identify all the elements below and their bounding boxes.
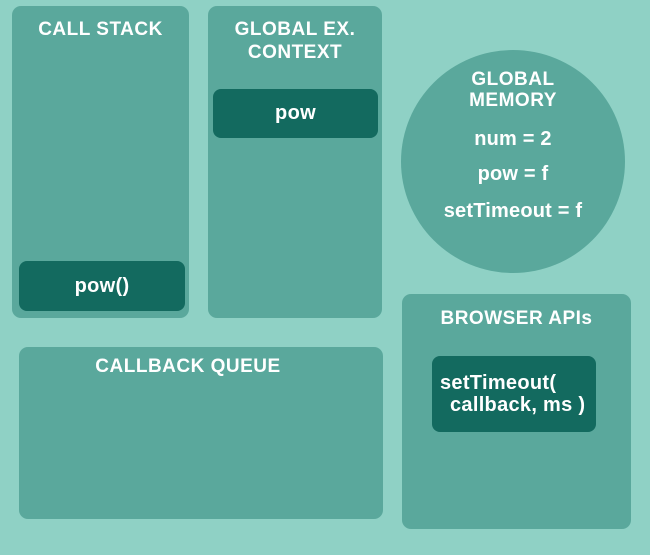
api-call-line2: callback, ms ) [450, 394, 586, 416]
global-ex-context-title-line1: GLOBAL EX. [234, 19, 356, 40]
call-stack-title: CALL STACK [38, 19, 163, 40]
memory-entry-pow: pow = f [477, 163, 549, 185]
stack-frame-label: pow() [74, 274, 130, 297]
callback-queue-panel: CALLBACK QUEUE [19, 347, 383, 519]
api-call-line1: setTimeout( [440, 372, 557, 394]
global-ex-context-panel: GLOBAL EX. CONTEXT pow [208, 6, 382, 318]
global-memory-circle: GLOBAL MEMORY num = 2 pow = f setTimeout… [401, 50, 625, 273]
context-item-label: pow [275, 102, 316, 124]
global-memory-title-line2: MEMORY [469, 90, 557, 111]
api-call-settimeout: setTimeout( callback, ms ) [432, 356, 596, 432]
browser-apis-panel: BROWSER APIs setTimeout( callback, ms ) [402, 294, 631, 529]
memory-entry-settimeout: setTimeout = f [443, 200, 583, 222]
global-ex-context-title-line2: CONTEXT [247, 42, 343, 63]
context-item-pow: pow [213, 89, 378, 138]
call-stack-panel: CALL STACK pow() [12, 6, 189, 318]
global-memory-title-line1: GLOBAL [471, 69, 555, 90]
callback-queue-title: CALLBACK QUEUE [95, 356, 281, 377]
memory-entry-num: num = 2 [474, 128, 552, 150]
global-ex-context-title: GLOBAL EX. CONTEXT [208, 18, 382, 64]
stack-frame-pow: pow() [19, 261, 185, 311]
browser-apis-title: BROWSER APIs [440, 308, 593, 329]
